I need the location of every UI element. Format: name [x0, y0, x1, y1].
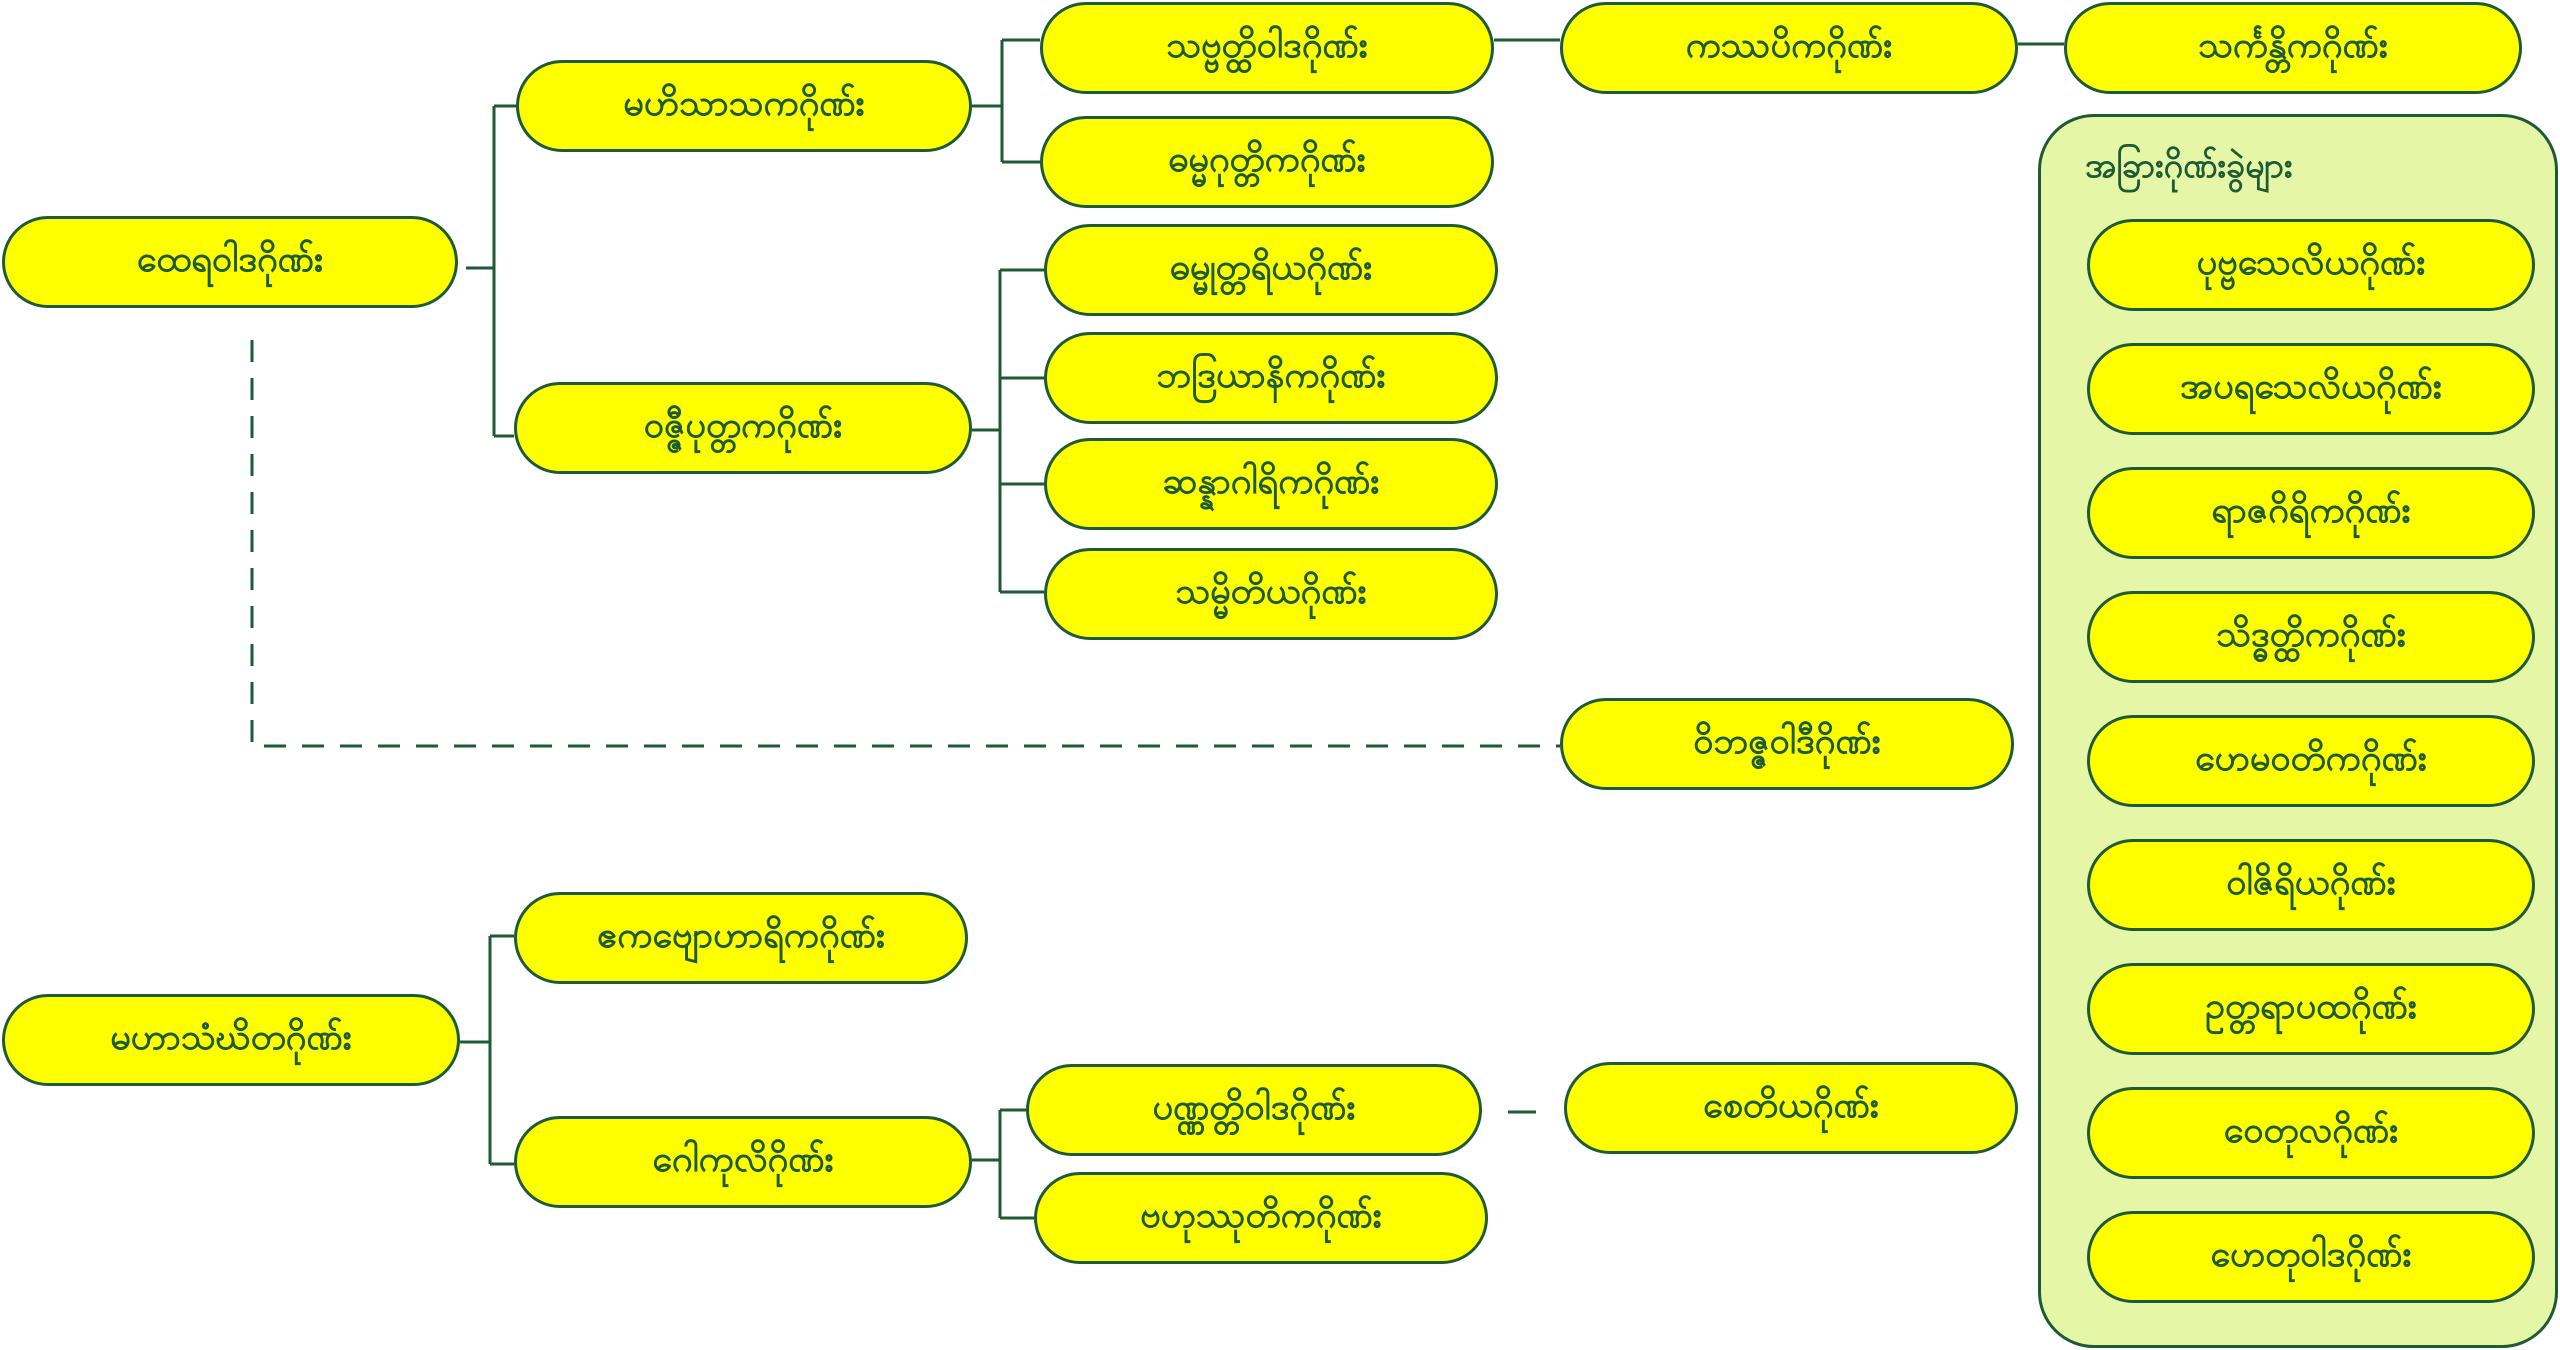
node-sabbatthivada: သဗ္ဗတ္ထိဝါဒဂိုဏ်း	[1040, 2, 1494, 94]
connector-theravada	[466, 104, 516, 438]
panel-item: ပုဗ္ဗသေလိယဂိုဏ်း	[2087, 219, 2535, 311]
node-pannattivada: ပဏ္ဏတ္တိဝါဒဂိုဏ်း	[1026, 1064, 1482, 1156]
connector-mahimsasaka	[972, 38, 1040, 164]
node-gokulika: ဂေါကုလိဂိုဏ်း	[514, 1116, 972, 1208]
node-bahussutika: ဗဟုဿုတိကဂိုဏ်း	[1034, 1172, 1488, 1264]
node-mahasanghika: မဟာသံဃိတဂိုဏ်း	[2, 994, 460, 1086]
node-theravada: ထေရဝါဒဂိုဏ်း	[2, 216, 458, 308]
node-kassapiya: ကဿပိကဂိုဏ်း	[1560, 2, 2018, 94]
node-vajjiputtaka: ဝဇ္ဇီပုတ္တကဂိုဏ်း	[514, 382, 972, 474]
panel-item: ဝါဇိရိယဂိုဏ်း	[2087, 839, 2535, 931]
node-sammitiya: သမ္မိတိယဂိုဏ်း	[1044, 548, 1498, 640]
panel-item: ဟေတုဝါဒဂိုဏ်း	[2087, 1211, 2535, 1303]
node-bhadrayanika: ဘဒြယာနိကဂိုဏ်း	[1044, 332, 1498, 424]
node-ekabbyoharika: ဧကဗျောဟာရိကဂိုဏ်း	[514, 892, 968, 984]
node-dhammaguttika: ဓမ္မဂုတ္တိကဂိုဏ်း	[1040, 116, 1494, 208]
connector-gokulika	[972, 1108, 1034, 1220]
panel-title: အခြားဂိုဏ်းခွဲများ	[2085, 146, 2293, 186]
connector-vibhajjavadi	[250, 340, 1560, 748]
connector-mahasanghika	[460, 934, 514, 1166]
node-channagarika: ဆန္နာဂါရိကဂိုဏ်း	[1044, 438, 1498, 530]
node-sankantika: သင်္ကန္တိကဂိုဏ်း	[2064, 2, 2522, 94]
panel-item: သိဒ္ဓတ္ထိကဂိုဏ်း	[2087, 591, 2535, 683]
node-cetiya: စေတိယဂိုဏ်း	[1564, 1062, 2018, 1154]
node-vibhajjavadi: ဝိဘဇ္ဇဝါဒီဂိုဏ်း	[1560, 698, 2014, 790]
node-mahimsasaka: မဟိသာသကဂိုဏ်း	[516, 60, 972, 152]
panel-item: ရာဇဂိရိကဂိုဏ်း	[2087, 467, 2535, 559]
node-dhammuttariya: ဓမ္မုတ္တရိယဂိုဏ်း	[1044, 224, 1498, 316]
panel-item: ဟေမဝတိကဂိုဏ်း	[2087, 715, 2535, 807]
panel-item: အပရသေလိယဂိုဏ်း	[2087, 343, 2535, 435]
panel-item: ဝေတုလဂိုဏ်း	[2087, 1087, 2535, 1179]
connector-vajjiputtaka	[972, 268, 1044, 594]
other-schools-panel: အခြားဂိုဏ်းခွဲများ ပုဗ္ဗသေလိယဂိုဏ်း အပရသ…	[2038, 114, 2558, 1348]
panel-item: ဥတ္တရာပထဂိုဏ်း	[2087, 963, 2535, 1055]
